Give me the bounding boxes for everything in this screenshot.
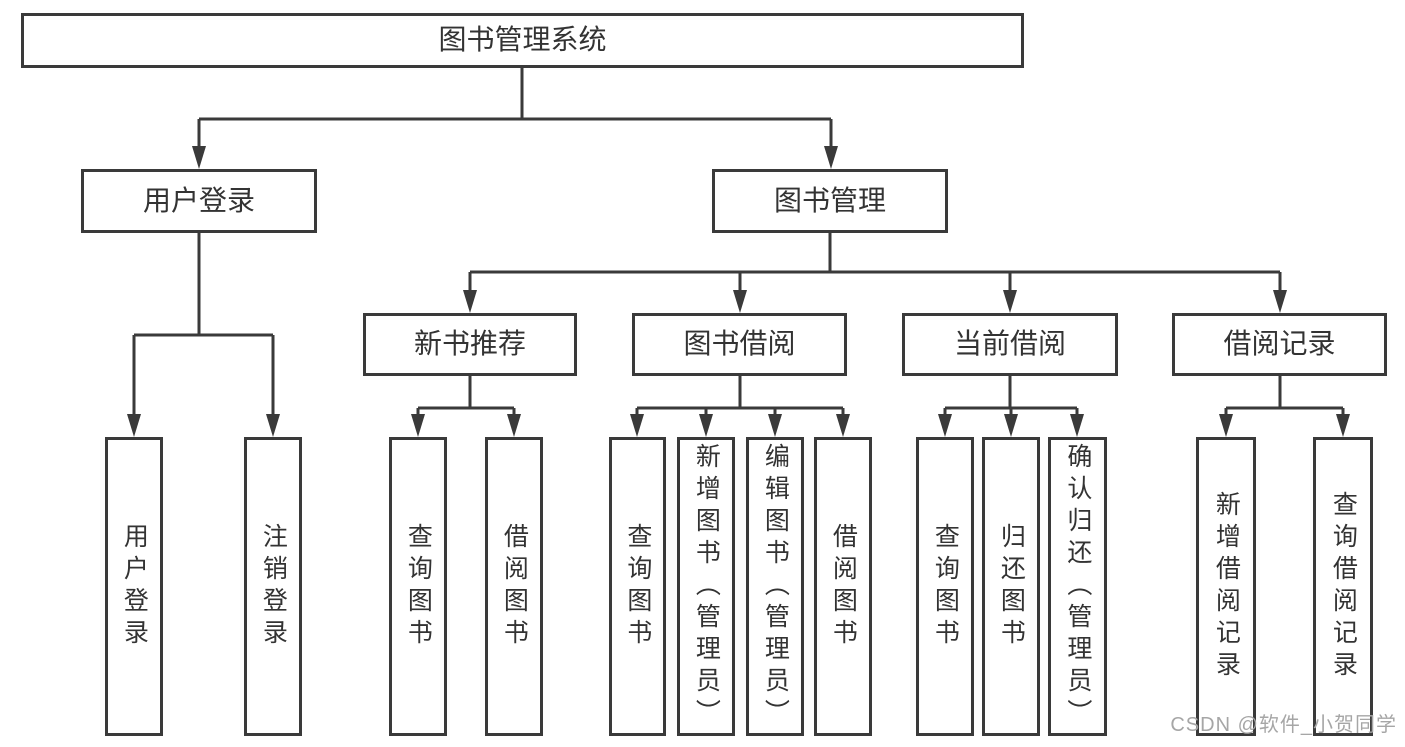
arrowheads <box>127 146 1350 437</box>
node-library-management-system: 图书管理系统 <box>21 13 1024 68</box>
node-new-book-recommend: 新书推荐 <box>363 313 577 376</box>
leaf-borrow-books-recommend: 借阅图书 <box>485 437 543 736</box>
leaf-return-books: 归还图书 <box>982 437 1040 736</box>
node-borrowing-records: 借阅记录 <box>1172 313 1387 376</box>
node-user-login: 用户登录 <box>81 169 317 233</box>
leaf-borrow-books: 借阅图书 <box>814 437 872 736</box>
leaf-logout: 注销登录 <box>244 437 302 736</box>
leaf-user-login: 用户登录 <box>105 437 163 736</box>
leaf-add-borrow-record: 新增借阅记录 <box>1196 437 1256 736</box>
leaf-query-books-recommend: 查询图书 <box>389 437 447 736</box>
leaf-query-books-current: 查询图书 <box>916 437 974 736</box>
leaf-add-books-admin: 新增图书（管理员） <box>677 437 735 736</box>
node-book-borrowing: 图书借阅 <box>632 313 847 376</box>
csdn-watermark: CSDN @软件_小贺同学 <box>1170 714 1397 736</box>
leaf-query-books-borrowing: 查询图书 <box>609 437 666 736</box>
leaf-confirm-return-admin: 确认归还（管理员） <box>1048 437 1107 736</box>
leaf-edit-books-admin: 编辑图书（管理员） <box>746 437 804 736</box>
leaf-query-borrow-record: 查询借阅记录 <box>1313 437 1373 736</box>
node-current-borrowing: 当前借阅 <box>902 313 1118 376</box>
node-book-management: 图书管理 <box>712 169 948 233</box>
